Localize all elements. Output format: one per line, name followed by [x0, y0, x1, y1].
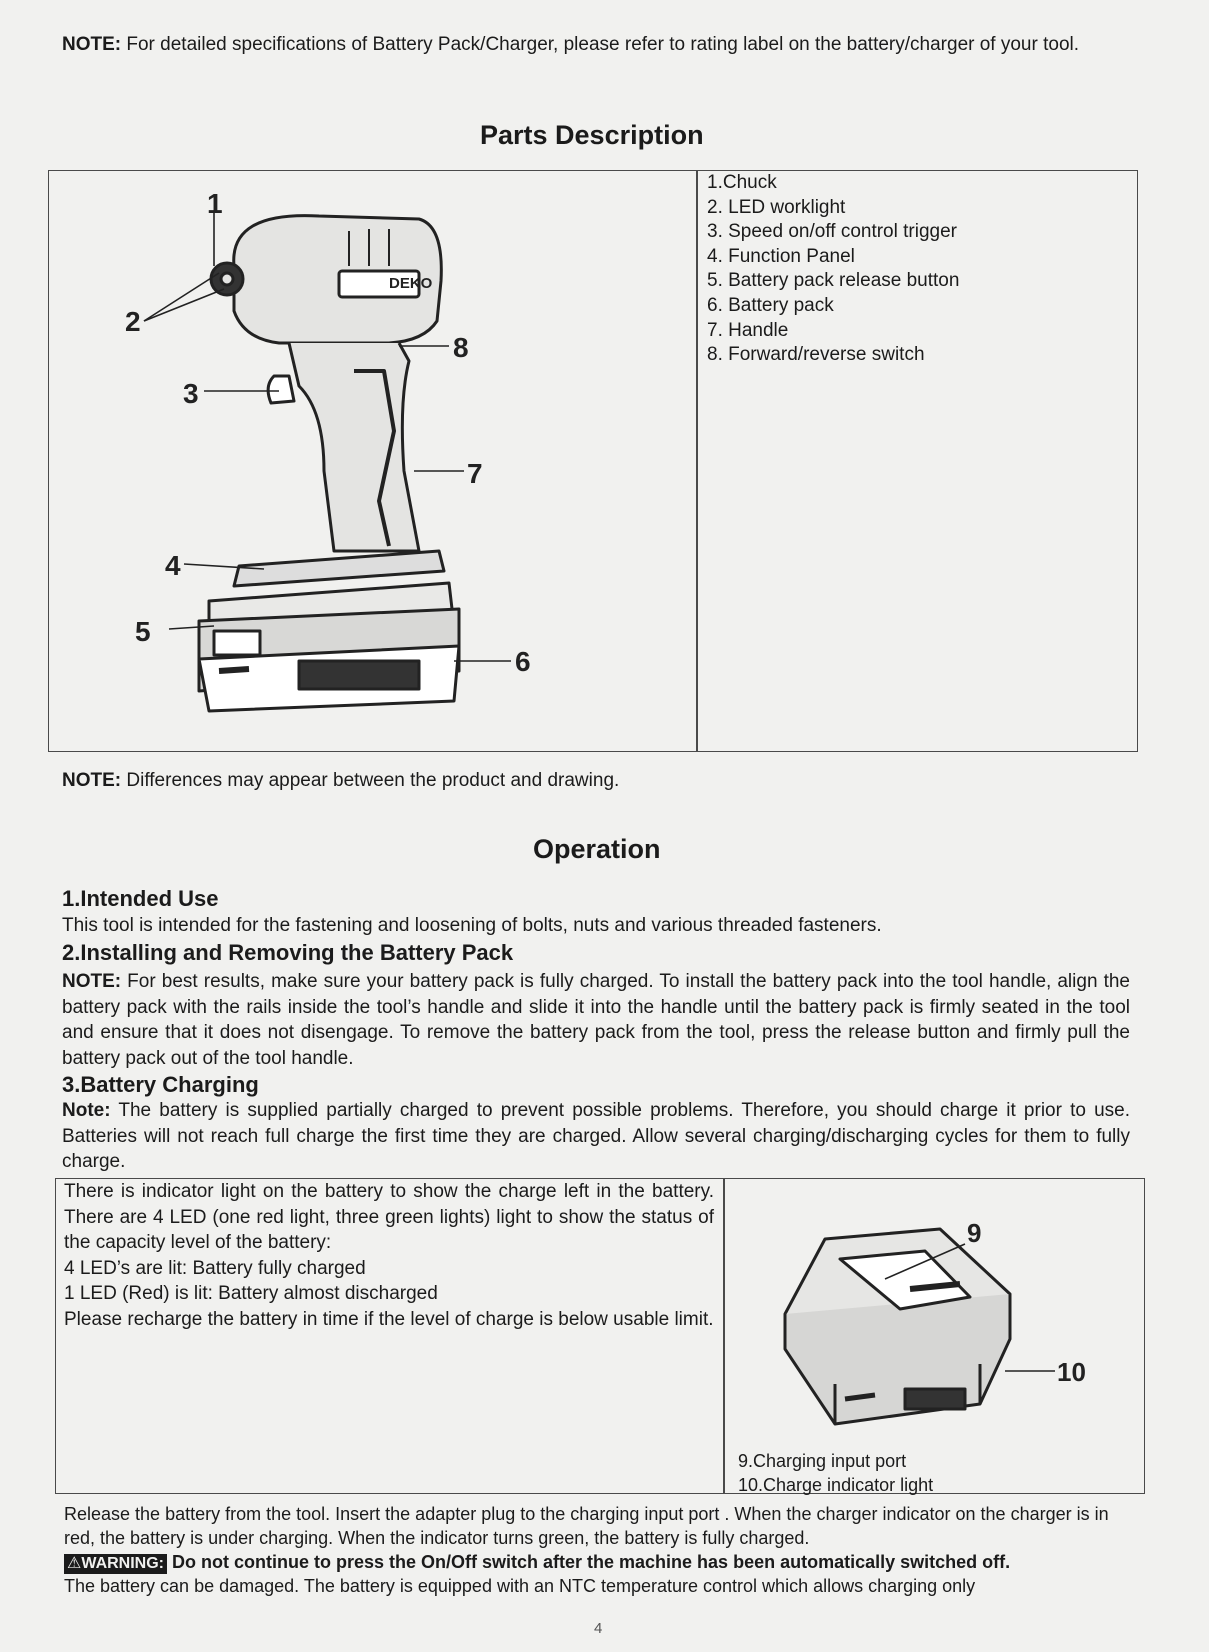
section-heading-battery-pack: 2.Installing and Removing the Battery Pa… [62, 940, 514, 965]
battery-part-labels: 9.Charging input port 10.Charge indicato… [738, 1449, 933, 1497]
page-number: 4 [594, 1620, 603, 1637]
battery-charging-text: Note: The battery is supplied partially … [62, 1098, 1130, 1175]
note-text: For best results, make sure your battery… [62, 971, 1130, 1069]
callout-1: 1 [207, 188, 223, 219]
note-text: For detailed specifications of Battery P… [121, 34, 1080, 55]
battery-drawing: 9 10 [783, 1218, 1086, 1426]
indicator-line: 1 LED (Red) is lit: Battery almost disch… [64, 1283, 438, 1304]
callout-4: 4 [165, 550, 181, 581]
note-text: The battery is supplied partially charge… [62, 1100, 1130, 1172]
note-label: Note: [62, 1100, 111, 1121]
battery-pack-text: NOTE: For best results, make sure your b… [62, 969, 1130, 1071]
callout-6: 6 [515, 646, 531, 677]
section-heading-battery-charging: 3.Battery Charging [62, 1072, 259, 1097]
warning-badge: ⚠WARNING: [64, 1554, 167, 1574]
battery-divider [723, 1179, 725, 1493]
spec-note: NOTE: For detailed specifications of Bat… [62, 32, 1142, 58]
callout-5: 5 [135, 616, 151, 647]
indicator-para: There is indicator light on the battery … [64, 1181, 714, 1253]
release-tail: The battery can be damaged. The battery … [64, 1576, 976, 1596]
callout-10: 10 [1057, 1357, 1086, 1387]
part-item: 5. Battery pack release button [707, 270, 960, 292]
indicator-para: Please recharge the battery in time if t… [64, 1308, 714, 1330]
part-item: 1.Chuck [707, 172, 777, 193]
note-text: Differences may appear between the produ… [121, 770, 620, 791]
parts-box: DEKO 1 2 3 4 5 6 7 8 [48, 170, 1138, 752]
parts-title: Parts Description [480, 120, 704, 150]
callout-8: 8 [453, 332, 469, 363]
note-label: NOTE: [62, 34, 122, 55]
intended-use-text: This tool is intended for the fastening … [62, 915, 882, 936]
parts-divider [696, 171, 698, 751]
part-item: 8. Forward/reverse switch [707, 344, 925, 366]
section-heading-intended-use: 1.Intended Use [62, 886, 219, 911]
drawing-note: NOTE: Differences may appear between the… [62, 770, 619, 792]
callout-7: 7 [467, 458, 483, 489]
callout-3: 3 [183, 378, 199, 409]
note-label: NOTE: [62, 770, 122, 791]
warning-text: Do not continue to press the On/Off swit… [167, 1552, 1011, 1572]
impact-driver-drawing: DEKO 1 2 3 4 5 6 7 8 [125, 188, 531, 713]
brand-label: DEKO [389, 275, 433, 292]
part-item: 6. Battery pack [707, 294, 834, 316]
warning-line: ⚠WARNING: Do not continue to press the O… [64, 1550, 1134, 1574]
battery-label-9: 9.Charging input port [738, 1451, 907, 1471]
callout-9: 9 [967, 1218, 981, 1248]
part-item: 3. Speed on/off control trigger [707, 221, 957, 243]
release-text: Release the battery from the tool. Inser… [64, 1504, 1109, 1548]
parts-list: 1.Chuck 2. LED worklight 3. Speed on/off… [707, 171, 959, 368]
part-item: 7. Handle [707, 319, 789, 341]
part-item: 2. LED worklight [707, 196, 846, 218]
indicator-line: 4 LED’s are lit: Battery fully charged [64, 1257, 366, 1279]
battery-indicator-box: There is indicator light on the battery … [55, 1178, 1145, 1497]
callout-2: 2 [125, 306, 141, 337]
part-item: 4. Function Panel [707, 245, 855, 267]
note-label: NOTE: [62, 971, 122, 992]
operation-title: Operation [533, 834, 661, 864]
battery-label-10: 10.Charge indicator light [738, 1475, 934, 1495]
battery-indicator-text: There is indicator light on the battery … [64, 1179, 714, 1332]
release-instructions: Release the battery from the tool. Inser… [64, 1502, 1134, 1598]
